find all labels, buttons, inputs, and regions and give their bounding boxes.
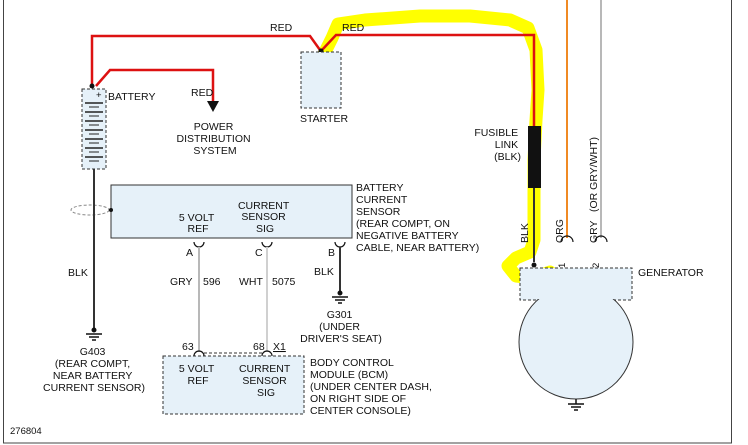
connector-icon [261, 350, 273, 357]
pds-label: POWER DISTRIBUTION SYSTEM [176, 121, 253, 157]
gen-wire-label-blk: BLK [519, 223, 531, 243]
red-wires [90, 33, 536, 126]
battery-label: BATTERY [108, 91, 155, 103]
diagram-frame [3, 0, 732, 444]
connector-icon [560, 235, 574, 243]
starter [300, 51, 342, 109]
sensor-pin-b: B [328, 247, 335, 259]
ground-g403-icon [86, 327, 102, 341]
red-wire-pds [95, 68, 215, 102]
red-wire-battery-starter [90, 34, 322, 86]
diagram-id: 276804 [10, 426, 42, 437]
wire-label-596: 596 [203, 276, 221, 288]
wire-label-gry: GRY [170, 276, 193, 288]
sensor-pin-a-label: 5 VOLT REF [179, 212, 217, 235]
bcm-pin-63: 63 [182, 341, 194, 353]
sensor-pin-c-label: CURRENT SENSOR SIG [238, 200, 292, 235]
connector-icon [334, 241, 346, 248]
gen-wire-label-org: ORG [554, 219, 566, 243]
wire-label-blk-battery: BLK [68, 267, 88, 279]
generator-body [518, 284, 634, 400]
bcm-module [162, 355, 305, 415]
sensor-label: BATTERY CURRENT SENSOR (REAR COMPT, ON N… [356, 182, 479, 254]
sensor-pin-c: C [255, 247, 263, 259]
connector-icon [594, 235, 608, 243]
junction-dot [89, 83, 95, 89]
bcm-pin-68: 68 [253, 341, 265, 353]
generator-label: GENERATOR [638, 267, 704, 279]
gen-wire-label-orggry: (OR GRY/WHT) [588, 137, 600, 212]
ground-g403-label: G403 (REAR COMPT, NEAR BATTERY CURRENT S… [43, 346, 145, 394]
connector-icon [193, 241, 205, 248]
wire-label-red-2: RED [342, 22, 365, 34]
wire-label-5075: 5075 [272, 276, 296, 288]
battery-plus-icon: + [96, 90, 102, 101]
generator-ground-icon [568, 399, 584, 411]
battery-current-sensor [110, 184, 353, 239]
wire-label-red-pds: RED [191, 87, 214, 99]
bcm-label: BODY CONTROL MODULE (BCM) (UNDER CENTER … [310, 357, 435, 417]
fusible-link [528, 126, 541, 188]
bcm-sig-label: CURRENT SENSOR SIG [239, 363, 293, 399]
ground-g301-label: G301 (UNDER DRIVER'S SEAT) [300, 309, 382, 345]
gen-pin-1: 1 [557, 263, 568, 268]
connector-icon [193, 350, 205, 357]
sensor-ring-icon [70, 204, 110, 216]
wire-label-red-1: RED [270, 22, 293, 34]
wire-label-wht: WHT [239, 276, 263, 288]
junction-dot [109, 208, 113, 212]
fusible-link-label: FUSIBLE LINK (BLK) [474, 127, 521, 163]
starter-label: STARTER [300, 113, 348, 125]
battery-cells [85, 102, 103, 162]
highlight-marker [314, 9, 557, 285]
bcm-connector-x1: X1 [273, 341, 286, 353]
ground-g301-icon [332, 290, 348, 304]
generator-body-fill [521, 269, 631, 299]
red-wire-starter-fusible [321, 33, 536, 126]
wire-label-blk-g301: BLK [314, 266, 334, 278]
gen-wire-label-gry: GRY [588, 220, 600, 243]
pds-arrow-icon [207, 101, 219, 112]
sensor-pin-a: A [186, 247, 193, 259]
bcm-ref-label: 5 VOLT REF [179, 363, 217, 387]
gen-pin-2: 2 [591, 263, 602, 268]
junction-dot [531, 262, 537, 268]
connector-icon [261, 241, 273, 248]
